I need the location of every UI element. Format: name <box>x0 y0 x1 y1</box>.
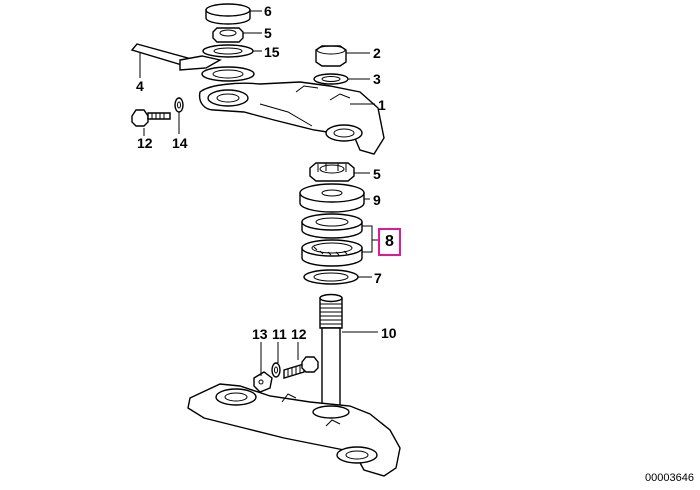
part-12-top-screw[interactable] <box>131 109 171 127</box>
part-3-washer[interactable] <box>313 73 349 85</box>
callout-15[interactable]: 15 <box>264 44 280 60</box>
part-10-steering-stem[interactable] <box>319 293 343 411</box>
document-number: 00003646 <box>645 472 694 484</box>
part-7-race[interactable] <box>303 269 359 285</box>
part-15-washer[interactable] <box>202 44 254 58</box>
part-5-top-nut[interactable] <box>212 27 244 43</box>
callout-3[interactable]: 3 <box>373 71 381 87</box>
leader-lines <box>139 10 378 376</box>
part-12-bottom-screw[interactable] <box>283 356 319 379</box>
part-14-washer[interactable] <box>174 97 184 113</box>
callout-5-top[interactable]: 5 <box>264 25 272 41</box>
callout-11[interactable]: 11 <box>272 326 287 342</box>
part-11-washer[interactable] <box>271 362 281 378</box>
callout-7[interactable]: 7 <box>374 270 382 286</box>
callout-6[interactable]: 6 <box>264 3 272 19</box>
part-9-cover[interactable] <box>299 183 365 213</box>
part-1-upper-clamp[interactable] <box>198 81 385 155</box>
callout-14[interactable]: 14 <box>172 135 188 151</box>
callout-13[interactable]: 13 <box>252 326 268 342</box>
callout-9[interactable]: 9 <box>373 192 381 208</box>
part-8-bearing-upper[interactable] <box>301 213 363 239</box>
callout-8-highlighted[interactable]: 8 <box>378 228 401 256</box>
callout-12-bottom[interactable]: 12 <box>291 326 307 342</box>
part-8-bearing-lower[interactable] <box>301 239 363 267</box>
callout-10[interactable]: 10 <box>381 325 397 341</box>
callout-4[interactable]: 4 <box>136 78 144 94</box>
callout-5-mid[interactable]: 5 <box>373 166 381 182</box>
lower-triple-clamp[interactable] <box>187 383 401 477</box>
part-6-cap[interactable] <box>205 3 251 25</box>
part-5-mid-nut[interactable] <box>309 162 355 182</box>
part-13-plate[interactable] <box>253 371 273 393</box>
callout-1[interactable]: 1 <box>378 97 386 113</box>
part-4-handle[interactable] <box>130 43 222 71</box>
crown-top-washer[interactable] <box>201 66 255 82</box>
part-2-bolt[interactable] <box>315 45 347 67</box>
callout-12-top[interactable]: 12 <box>137 135 153 151</box>
callout-2[interactable]: 2 <box>373 45 381 61</box>
